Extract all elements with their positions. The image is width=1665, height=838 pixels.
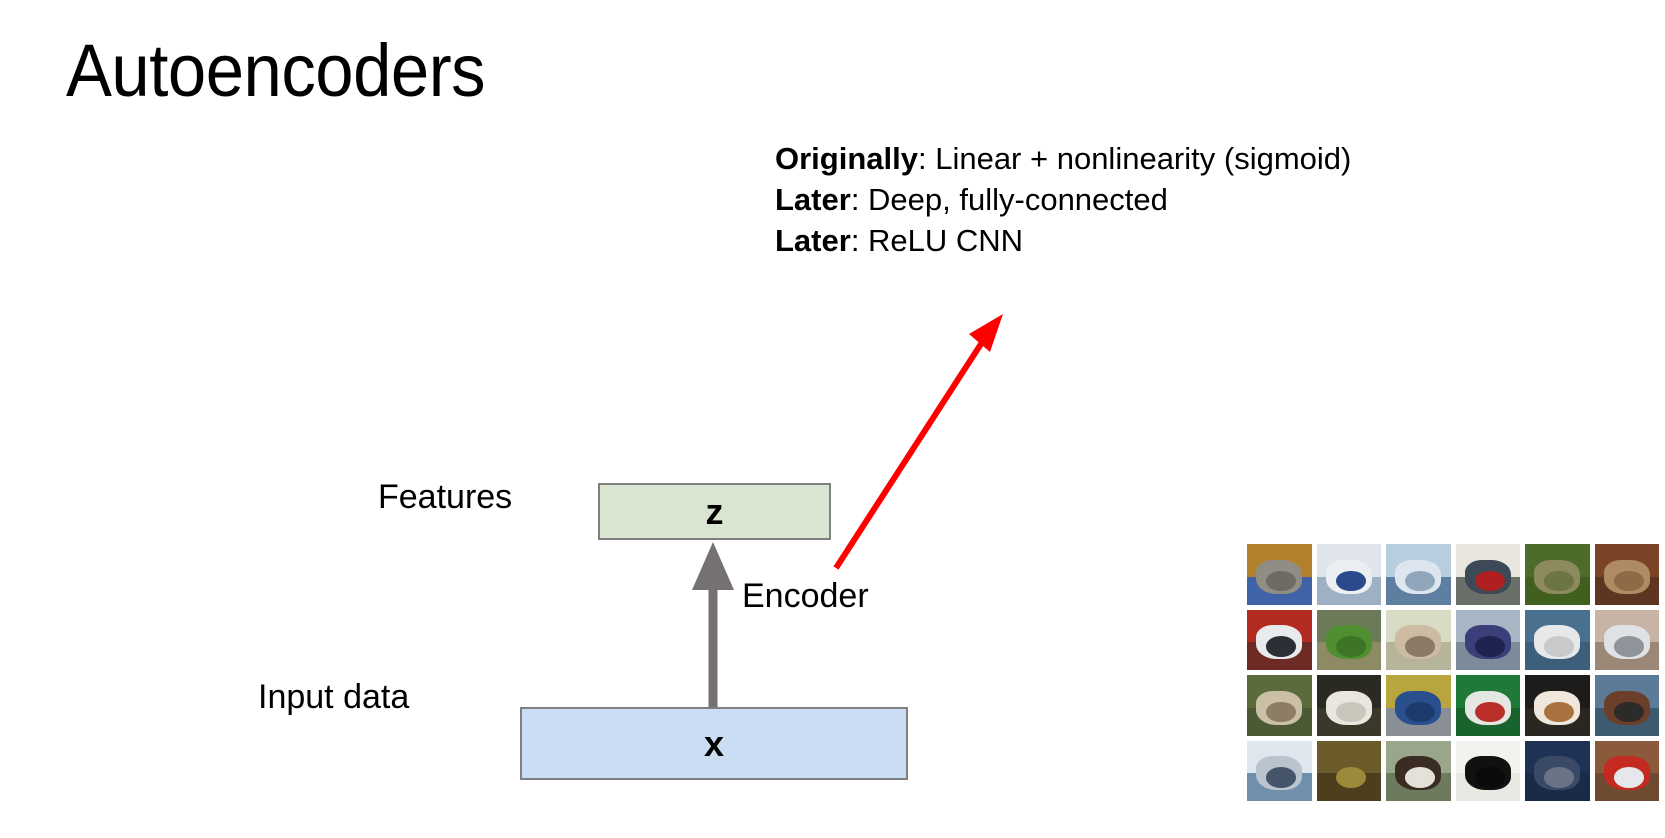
thumbnail-detail xyxy=(1266,701,1296,723)
thumbnail-cat xyxy=(1386,609,1451,670)
thumbnail-detail xyxy=(1335,767,1366,788)
thumbnail-dog xyxy=(1525,675,1590,736)
page-title: Autoencoders xyxy=(66,29,486,112)
input-node-x: x xyxy=(520,707,908,780)
thumbnail-detail xyxy=(1405,570,1435,592)
thumbnail-cat xyxy=(1525,609,1590,670)
features-node-z: z xyxy=(598,483,831,540)
features-node-value: z xyxy=(705,490,724,532)
annotation-line-2-key: Later xyxy=(775,182,851,217)
thumbnail-detail xyxy=(1613,636,1644,657)
thumbnail-detail xyxy=(1474,767,1505,788)
thumbnail-detail xyxy=(1405,701,1435,723)
thumbnail-horse xyxy=(1386,740,1451,801)
thumbnail-frog xyxy=(1316,740,1381,801)
thumbnail-dog xyxy=(1247,675,1312,736)
thumbnail-cat xyxy=(1247,544,1312,605)
thumbnail-cat xyxy=(1594,544,1659,605)
features-label: Features xyxy=(378,478,513,516)
thumbnail-detail xyxy=(1474,570,1505,592)
thumbnail-ship xyxy=(1316,544,1381,605)
autoencoder-diagram: Features z Encoder Input data x xyxy=(258,314,1003,780)
thumbnail-detail xyxy=(1266,767,1296,788)
annotation-line-1: Originally: Linear + nonlinearity (sigmo… xyxy=(775,138,1351,179)
thumbnail-airplane xyxy=(1455,544,1520,605)
input-data-label: Input data xyxy=(258,678,410,716)
thumbnail-detail xyxy=(1613,570,1644,592)
thumbnail-detail xyxy=(1613,701,1644,723)
thumbnail-bird xyxy=(1455,675,1520,736)
thumbnail-detail xyxy=(1544,636,1574,657)
thumbnail-detail xyxy=(1544,701,1574,723)
thumbnail-truck xyxy=(1594,740,1659,801)
annotation-line-3-key: Later xyxy=(775,223,851,258)
thumbnail-detail xyxy=(1474,636,1505,657)
thumbnail-detail xyxy=(1405,767,1435,788)
thumbnail-detail xyxy=(1544,570,1574,592)
thumbnail-detail xyxy=(1266,636,1296,657)
thumbnail-truck xyxy=(1594,609,1659,670)
annotation-line-1-text: : Linear + nonlinearity (sigmoid) xyxy=(917,141,1352,176)
thumbnail-detail xyxy=(1335,701,1366,723)
encoder-label: Encoder xyxy=(742,577,869,615)
thumbnail-frog xyxy=(1525,544,1590,605)
annotation-line-3: Later: ReLU CNN xyxy=(775,220,1351,261)
thumbnail-detail xyxy=(1474,701,1505,723)
input-node-value: x xyxy=(703,722,725,764)
thumbnail-detail xyxy=(1405,636,1435,657)
thumbnail-detail xyxy=(1335,636,1366,657)
annotation-line-2: Later: Deep, fully-connected xyxy=(775,179,1351,220)
cifar-image-grid xyxy=(1247,544,1659,801)
thumbnail-automobile xyxy=(1247,609,1312,670)
thumbnail-truck xyxy=(1386,675,1451,736)
thumbnail-detail xyxy=(1544,767,1574,788)
annotation-line-2-text: : Deep, fully-connected xyxy=(850,182,1168,217)
thumbnail-ship xyxy=(1386,544,1451,605)
thumbnail-bird xyxy=(1455,740,1520,801)
thumbnail-frog xyxy=(1316,609,1381,670)
thumbnail-horse xyxy=(1316,675,1381,736)
thumbnail-automobile xyxy=(1455,609,1520,670)
thumbnail-detail xyxy=(1613,767,1644,788)
annotation-line-3-text: : ReLU CNN xyxy=(850,223,1024,258)
thumbnail-ship xyxy=(1247,740,1312,801)
thumbnail-detail xyxy=(1266,570,1296,592)
thumbnail-deer xyxy=(1525,740,1590,801)
thumbnail-horse xyxy=(1594,675,1659,736)
thumbnail-detail xyxy=(1335,570,1366,592)
annotation-line-1-key: Originally xyxy=(775,141,918,176)
annotation-text-block: Originally: Linear + nonlinearity (sigmo… xyxy=(775,138,1351,261)
